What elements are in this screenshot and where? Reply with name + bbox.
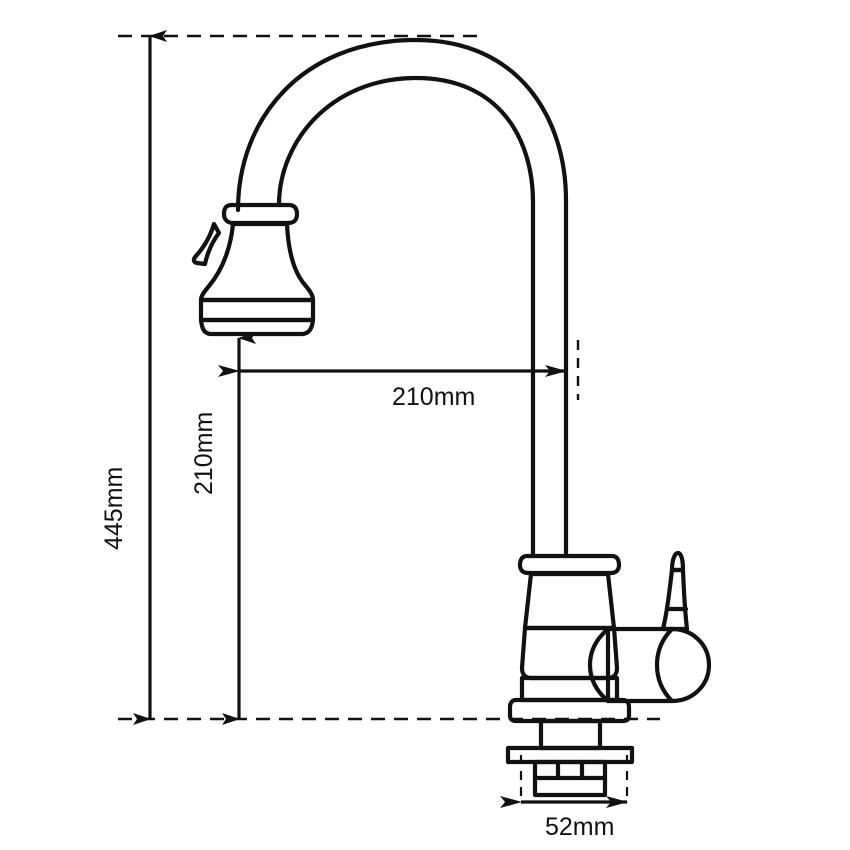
- mounting-shank: [505, 718, 635, 798]
- gooseneck-inner-curve: [276, 75, 536, 559]
- body-top-collar: [517, 553, 622, 576]
- dimension-lines: [133, 29, 628, 808]
- valve-housing-base-curve: [587, 626, 611, 704]
- body-taper: [522, 571, 617, 631]
- gooseneck-outer-curve: [235, 37, 569, 559]
- shank-neck: [538, 718, 603, 751]
- shank-washer-plate: [505, 745, 635, 765]
- spray-head-band: [198, 297, 316, 323]
- spray-head-lower-ring: [198, 317, 316, 337]
- lever-handle[interactable]: [660, 550, 690, 632]
- spray-mode-button[interactable]: [191, 221, 222, 267]
- spout-reach-dimension-label: 210mm: [392, 383, 476, 411]
- overall-height-dimension-label: 445mm: [100, 466, 128, 550]
- base-diameter-dimension-label: 52mm: [545, 813, 615, 841]
- valve-housing-group: [587, 626, 712, 704]
- spray-head: [191, 202, 316, 337]
- handle-cap: [669, 550, 686, 573]
- handle-shaft[interactable]: [660, 567, 690, 632]
- valve-housing-seam: [654, 626, 675, 704]
- valve-housing: [605, 626, 712, 704]
- body-base-flange: [507, 697, 632, 724]
- faucet-outline: [191, 37, 712, 798]
- spray-head-collar: [221, 202, 300, 226]
- faucet-body: [507, 553, 632, 724]
- spout-height-dimension-label: 210mm: [190, 411, 218, 495]
